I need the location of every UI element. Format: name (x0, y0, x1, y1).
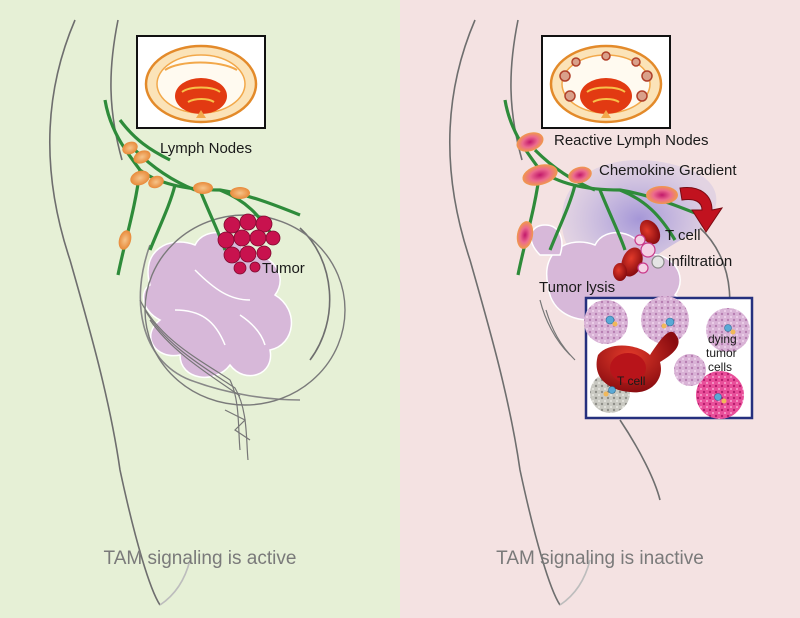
left-panel: Lymph Nodes Tumor TAM signaling is activ… (49, 19, 346, 606)
inset-t-cell-label: T cell (617, 374, 645, 388)
migrating-t-cells (613, 219, 665, 281)
dying-line3: cells (708, 360, 732, 374)
tumor-label: Tumor (262, 260, 305, 277)
lymph-nodes-label: Lymph Nodes (160, 140, 252, 157)
right-caption: TAM signaling is inactive (496, 548, 704, 569)
chemokine-arrow-icon (679, 186, 724, 233)
reactive-lymph-nodes (516, 132, 678, 249)
tumor-lysis-label: Tumor lysis (539, 279, 615, 296)
lymph-node-inset-left (136, 35, 266, 129)
dying-line2: tumor (706, 346, 737, 360)
t-cell-infiltration-line2: infiltration (668, 253, 732, 270)
dying-line1: dying (708, 332, 737, 346)
tumor-cluster (217, 213, 281, 275)
chemokine-gradient-label: Chemokine Gradient (599, 162, 737, 179)
body-outline-left (49, 19, 331, 606)
t-cell-infiltration-line1: T cell (665, 227, 701, 244)
tumor-lysis-inset: T cell dying tumor cells (584, 296, 754, 420)
right-panel: T cell dying tumor cells Reactive Lymph … (449, 19, 754, 606)
lymph-node-inset-right (541, 35, 671, 129)
muscle-striations-left (139, 299, 251, 461)
muscle-striations-right (539, 299, 576, 361)
left-caption: TAM signaling is active (104, 548, 297, 569)
lymph-nodes-left (118, 141, 250, 250)
reactive-lymph-nodes-label: Reactive Lymph Nodes (554, 132, 709, 149)
